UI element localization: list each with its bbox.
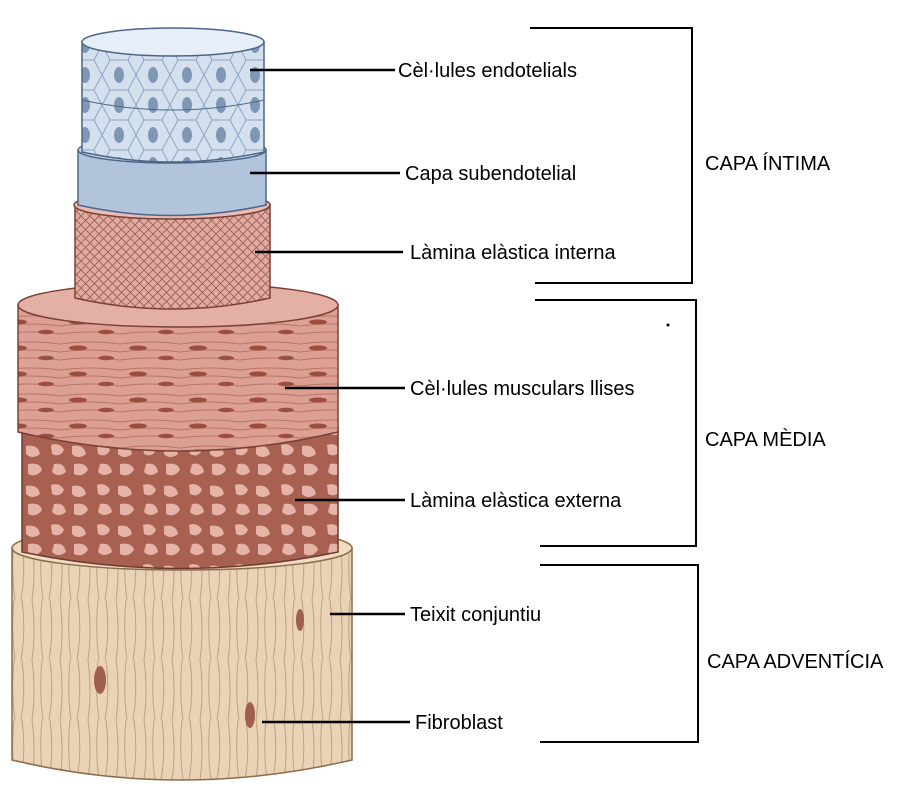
endothelium-cylinder xyxy=(82,28,264,162)
group-label-media: CAPA MÈDIA xyxy=(705,428,826,451)
bracket-adventitia xyxy=(540,565,698,742)
label-internal-elastic-lamina: Làmina elàstica interna xyxy=(410,242,617,264)
group-label-intima: CAPA ÍNTIMA xyxy=(705,152,831,175)
stray-dot xyxy=(667,324,670,327)
label-endothelial-cells: Cèl·lules endotelials xyxy=(398,60,577,82)
label-connective-tissue: Teixit conjuntiu xyxy=(410,604,541,626)
label-subendothelial-layer: Capa subendotelial xyxy=(405,163,576,185)
group-label-adventitia: CAPA ADVENTÍCIA xyxy=(707,650,884,673)
fibroblast-cell xyxy=(94,666,106,694)
label-fibroblast: Fibroblast xyxy=(415,712,503,734)
label-smooth-muscle-cells: Cèl·lules musculars llises xyxy=(410,378,635,400)
label-external-elastic-lamina: Làmina elàstica externa xyxy=(410,490,622,512)
